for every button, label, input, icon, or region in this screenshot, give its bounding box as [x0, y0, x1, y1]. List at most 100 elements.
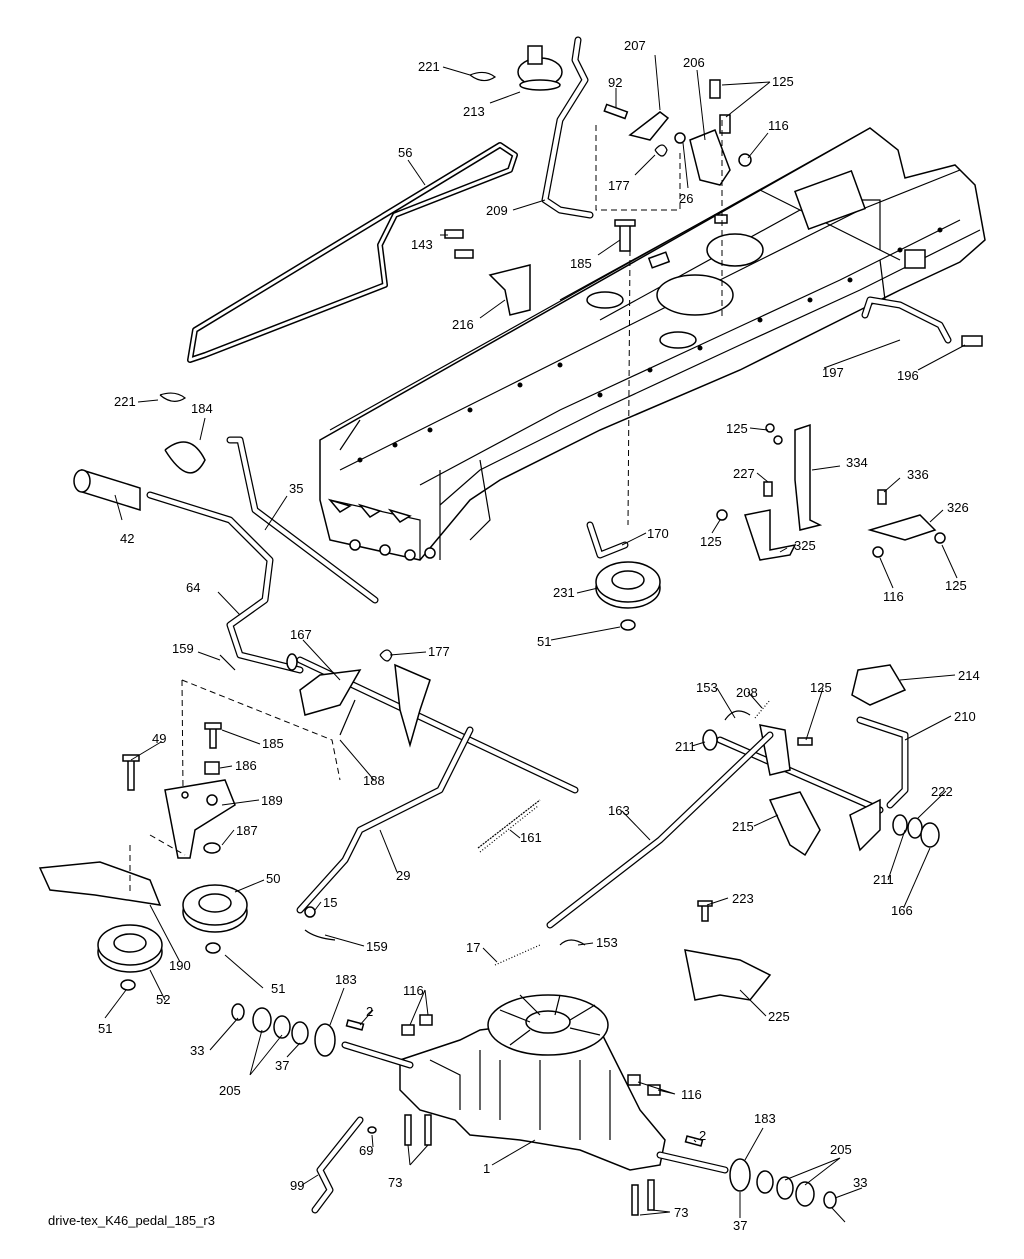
main-frame [319, 127, 986, 561]
callout-205-left: 205 [219, 1083, 241, 1098]
callout-50: 50 [266, 871, 280, 886]
callout-213: 213 [463, 104, 485, 119]
callout-17: 17 [466, 940, 480, 955]
callout-208: 208 [736, 685, 758, 700]
callout-37-left: 37 [275, 1058, 289, 1073]
pedal-group [494, 664, 940, 1001]
callout-326: 326 [947, 500, 969, 515]
callout-159-a: 159 [172, 641, 194, 656]
callout-125-mid-a: 125 [726, 421, 748, 436]
callout-33-right: 33 [853, 1175, 867, 1190]
callout-187: 187 [236, 823, 258, 838]
callout-184: 184 [191, 401, 213, 416]
callout-190: 190 [169, 958, 191, 973]
callout-221-top: 221 [418, 59, 440, 74]
callout-196: 196 [897, 368, 919, 383]
callout-210: 210 [954, 709, 976, 724]
callout-177-top: 177 [608, 178, 630, 193]
callout-207: 207 [624, 38, 646, 53]
callout-2-right: 2 [699, 1128, 706, 1143]
idler-pulley-231 [586, 521, 661, 631]
callout-170: 170 [647, 526, 669, 541]
bolts-73 [404, 1114, 655, 1216]
transaxle [341, 994, 729, 1174]
left-axle-parts [231, 1003, 365, 1057]
drive-belt [187, 142, 518, 363]
callout-69: 69 [359, 1143, 373, 1158]
callout-37-right: 37 [733, 1218, 747, 1233]
top-parts [444, 36, 752, 316]
callout-116-mid: 116 [883, 589, 904, 604]
right-axle-parts [684, 1135, 837, 1209]
callout-215: 215 [732, 819, 754, 834]
callout-labels: 221 213 56 92 207 206 125 116 177 26 209… [98, 38, 980, 1233]
callout-221-mid: 221 [114, 394, 136, 409]
leader-lines [104, 54, 966, 1223]
callout-222: 222 [931, 784, 953, 799]
callout-185-mid: 185 [262, 736, 284, 751]
callout-143: 143 [411, 237, 433, 252]
callout-52: 52 [156, 992, 170, 1007]
callout-334: 334 [846, 455, 868, 470]
callout-188: 188 [363, 773, 385, 788]
callout-116-top: 116 [768, 118, 789, 133]
callout-166: 166 [891, 903, 913, 918]
callout-125-mid-c: 125 [945, 578, 967, 593]
callout-15: 15 [323, 895, 337, 910]
callout-336: 336 [907, 467, 929, 482]
bypass-rod [311, 1116, 377, 1214]
callout-159-b: 159 [366, 939, 388, 954]
callout-209: 209 [486, 203, 508, 218]
callout-92: 92 [608, 75, 622, 90]
right-parts [716, 296, 983, 561]
callout-42: 42 [120, 531, 134, 546]
callout-183-left: 183 [335, 972, 357, 987]
callout-51-mid: 51 [537, 634, 551, 649]
callout-185-top: 185 [570, 256, 592, 271]
callout-216: 216 [452, 317, 474, 332]
callout-26: 26 [679, 191, 693, 206]
brake-shaft-assembly [219, 649, 579, 941]
callout-153-b: 153 [596, 935, 618, 950]
left-levers [73, 392, 379, 674]
callout-211-b: 211 [873, 872, 894, 887]
callout-231: 231 [553, 585, 575, 600]
left-pulley-group [38, 722, 248, 991]
callout-51-left-a: 51 [98, 1021, 112, 1036]
drawing-caption: drive-tex_K46_pedal_185_r3 [48, 1213, 215, 1228]
callout-56: 56 [398, 145, 412, 160]
callout-167: 167 [290, 627, 312, 642]
callout-161: 161 [520, 830, 542, 845]
callout-214: 214 [958, 668, 980, 683]
callout-211-a: 211 [675, 739, 696, 754]
callout-183-right: 183 [754, 1111, 776, 1126]
callout-35: 35 [289, 481, 303, 496]
callout-189: 189 [261, 793, 283, 808]
callout-197: 197 [822, 365, 844, 380]
callout-325: 325 [794, 538, 816, 553]
callout-33-left: 33 [190, 1043, 204, 1058]
callout-227: 227 [733, 466, 755, 481]
callout-223: 223 [732, 891, 754, 906]
callout-125-top: 125 [772, 74, 794, 89]
callout-116-bottom-left: 116 [403, 983, 424, 998]
callout-206: 206 [683, 55, 705, 70]
callout-73-left: 73 [388, 1175, 402, 1190]
callout-177-mid: 177 [428, 644, 450, 659]
callout-125-mid-b: 125 [700, 534, 722, 549]
callout-51-left-b: 51 [271, 981, 285, 996]
callout-29: 29 [396, 868, 410, 883]
callout-1: 1 [483, 1161, 490, 1176]
callout-73-right: 73 [674, 1205, 688, 1220]
callout-186: 186 [235, 758, 257, 773]
callout-99: 99 [290, 1178, 304, 1193]
callout-153-a: 153 [696, 680, 718, 695]
callout-2-left: 2 [366, 1004, 373, 1019]
callout-125-pedal: 125 [810, 680, 832, 695]
callout-163: 163 [608, 803, 630, 818]
callout-49: 49 [152, 731, 166, 746]
callout-64: 64 [186, 580, 200, 595]
callout-225: 225 [768, 1009, 790, 1024]
callout-205-right: 205 [830, 1142, 852, 1157]
